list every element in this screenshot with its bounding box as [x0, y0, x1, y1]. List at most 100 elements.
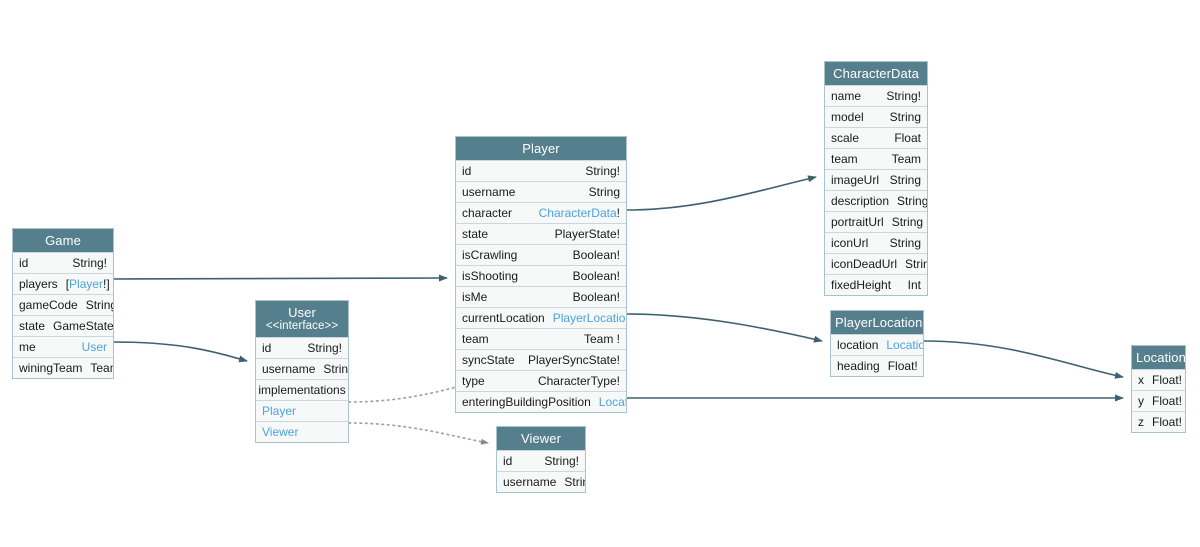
- field-type: PlayerState!: [554, 227, 620, 241]
- field-row[interactable]: description String: [825, 190, 927, 211]
- entity-characterdata-title: CharacterData: [825, 62, 927, 85]
- entity-viewer[interactable]: Viewer id String! username String: [496, 426, 586, 493]
- field-type: String!: [72, 256, 107, 270]
- field-row[interactable]: x Float!: [1132, 369, 1185, 390]
- field-row[interactable]: gameCode String!: [13, 294, 113, 315]
- field-row[interactable]: syncState PlayerSyncState!: [456, 349, 626, 370]
- field-row[interactable]: username String: [497, 471, 585, 492]
- field-name: isCrawling: [462, 248, 518, 262]
- field-row[interactable]: scale Float: [825, 127, 927, 148]
- entity-game[interactable]: Game id String! players [Player!] gameCo…: [12, 228, 114, 379]
- field-row[interactable]: character CharacterData!: [456, 202, 626, 223]
- field-row[interactable]: id String!: [256, 337, 348, 358]
- field-type: Float!: [1152, 373, 1183, 387]
- field-row[interactable]: name String!: [825, 85, 927, 106]
- field-row[interactable]: id String!: [497, 450, 585, 471]
- field-name: imageUrl: [831, 173, 880, 187]
- implementations-header: implementations: [256, 379, 348, 400]
- field-type: String!: [307, 341, 342, 355]
- field-row[interactable]: id String!: [456, 160, 626, 181]
- edge-player-currentlocation-to-playerlocation: [626, 313, 823, 343]
- field-row[interactable]: players [Player!]: [13, 273, 113, 294]
- field-name: character: [462, 206, 513, 220]
- field-row[interactable]: me User: [13, 336, 113, 357]
- type-reference[interactable]: CharacterData: [538, 206, 617, 220]
- edge-playerlocation-location-to-location: [923, 340, 1124, 379]
- field-type: Float!: [1152, 415, 1183, 429]
- edge-game-me-to-user: [113, 341, 248, 363]
- field-type: String!: [85, 298, 113, 312]
- field-type: String: [588, 185, 620, 199]
- field-row[interactable]: username String: [256, 358, 348, 379]
- field-type: User: [74, 340, 107, 354]
- field-row[interactable]: state GameState!: [13, 315, 113, 336]
- edge-user-player-implementation: [348, 382, 471, 403]
- field-row[interactable]: iconDeadUrl String: [825, 253, 927, 274]
- entity-player[interactable]: Player id String! username String charac…: [455, 136, 627, 413]
- type-suffix: !: [616, 206, 620, 220]
- field-row[interactable]: winingTeam Team: [13, 357, 113, 378]
- implementation-name[interactable]: Viewer: [262, 425, 299, 439]
- field-type: Boolean!: [572, 269, 620, 283]
- field-name: heading: [837, 359, 880, 373]
- field-row[interactable]: isMe Boolean!: [456, 286, 626, 307]
- field-row[interactable]: y Float!: [1132, 390, 1185, 411]
- field-name: team: [831, 152, 858, 166]
- entity-characterdata[interactable]: CharacterData name String! model String …: [824, 61, 928, 296]
- field-row[interactable]: team Team !: [456, 328, 626, 349]
- field-type: Team: [90, 361, 113, 375]
- field-name: enteringBuildingPosition: [462, 395, 591, 409]
- field-name: id: [19, 256, 29, 270]
- field-row[interactable]: model String: [825, 106, 927, 127]
- field-row[interactable]: type CharacterType!: [456, 370, 626, 391]
- field-row[interactable]: isShooting Boolean!: [456, 265, 626, 286]
- entity-playerlocation-title: PlayerLocation: [831, 311, 923, 334]
- field-type: String: [889, 173, 921, 187]
- field-row[interactable]: team Team: [825, 148, 927, 169]
- field-row[interactable]: heading Float!: [831, 355, 923, 376]
- field-name: z: [1138, 415, 1144, 429]
- implementation-row[interactable]: Player: [256, 400, 348, 421]
- field-name: type: [462, 374, 485, 388]
- field-row[interactable]: username String: [456, 181, 626, 202]
- type-suffix: !]: [103, 277, 110, 291]
- entity-user[interactable]: User <<interface>> id String! username S…: [255, 300, 349, 443]
- field-row[interactable]: fixedHeight Int: [825, 274, 927, 295]
- field-row[interactable]: iconUrl String: [825, 232, 927, 253]
- entity-location[interactable]: Location x Float! y Float! z Float!: [1131, 345, 1186, 433]
- field-name: iconUrl: [831, 236, 869, 250]
- type-reference[interactable]: Location: [886, 338, 923, 352]
- field-row[interactable]: id String!: [13, 252, 113, 273]
- field-row[interactable]: z Float!: [1132, 411, 1185, 432]
- field-row[interactable]: location Location!: [831, 334, 923, 355]
- field-name: gameCode: [19, 298, 78, 312]
- field-row[interactable]: currentLocation PlayerLocation!: [456, 307, 626, 328]
- field-name: fixedHeight: [831, 278, 892, 292]
- field-name: team: [462, 332, 489, 346]
- field-row[interactable]: portraitUrl String: [825, 211, 927, 232]
- field-row[interactable]: enteringBuildingPosition Location: [456, 391, 626, 412]
- field-type: String!: [886, 89, 921, 103]
- field-name: location: [837, 338, 879, 352]
- entity-playerlocation[interactable]: PlayerLocation location Location! headin…: [830, 310, 924, 377]
- implementation-row[interactable]: Viewer: [256, 421, 348, 442]
- field-name: winingTeam: [19, 361, 83, 375]
- field-name: iconDeadUrl: [831, 257, 898, 271]
- field-name: username: [503, 475, 557, 489]
- type-reference[interactable]: User: [81, 340, 107, 354]
- type-reference[interactable]: Location: [598, 395, 626, 409]
- field-type: Float!: [887, 359, 918, 373]
- field-row[interactable]: isCrawling Boolean!: [456, 244, 626, 265]
- implementation-name[interactable]: Player: [262, 404, 297, 418]
- field-name: portraitUrl: [831, 215, 884, 229]
- field-name: state: [462, 227, 489, 241]
- field-type: String: [323, 362, 348, 376]
- type-prefix: [: [65, 277, 70, 291]
- type-reference[interactable]: Player: [69, 277, 104, 291]
- field-name: syncState: [462, 353, 515, 367]
- field-name: scale: [831, 131, 860, 145]
- field-row[interactable]: state PlayerState!: [456, 223, 626, 244]
- type-reference[interactable]: PlayerLocation: [552, 311, 626, 325]
- field-row[interactable]: imageUrl String: [825, 169, 927, 190]
- field-type: Int: [907, 278, 921, 292]
